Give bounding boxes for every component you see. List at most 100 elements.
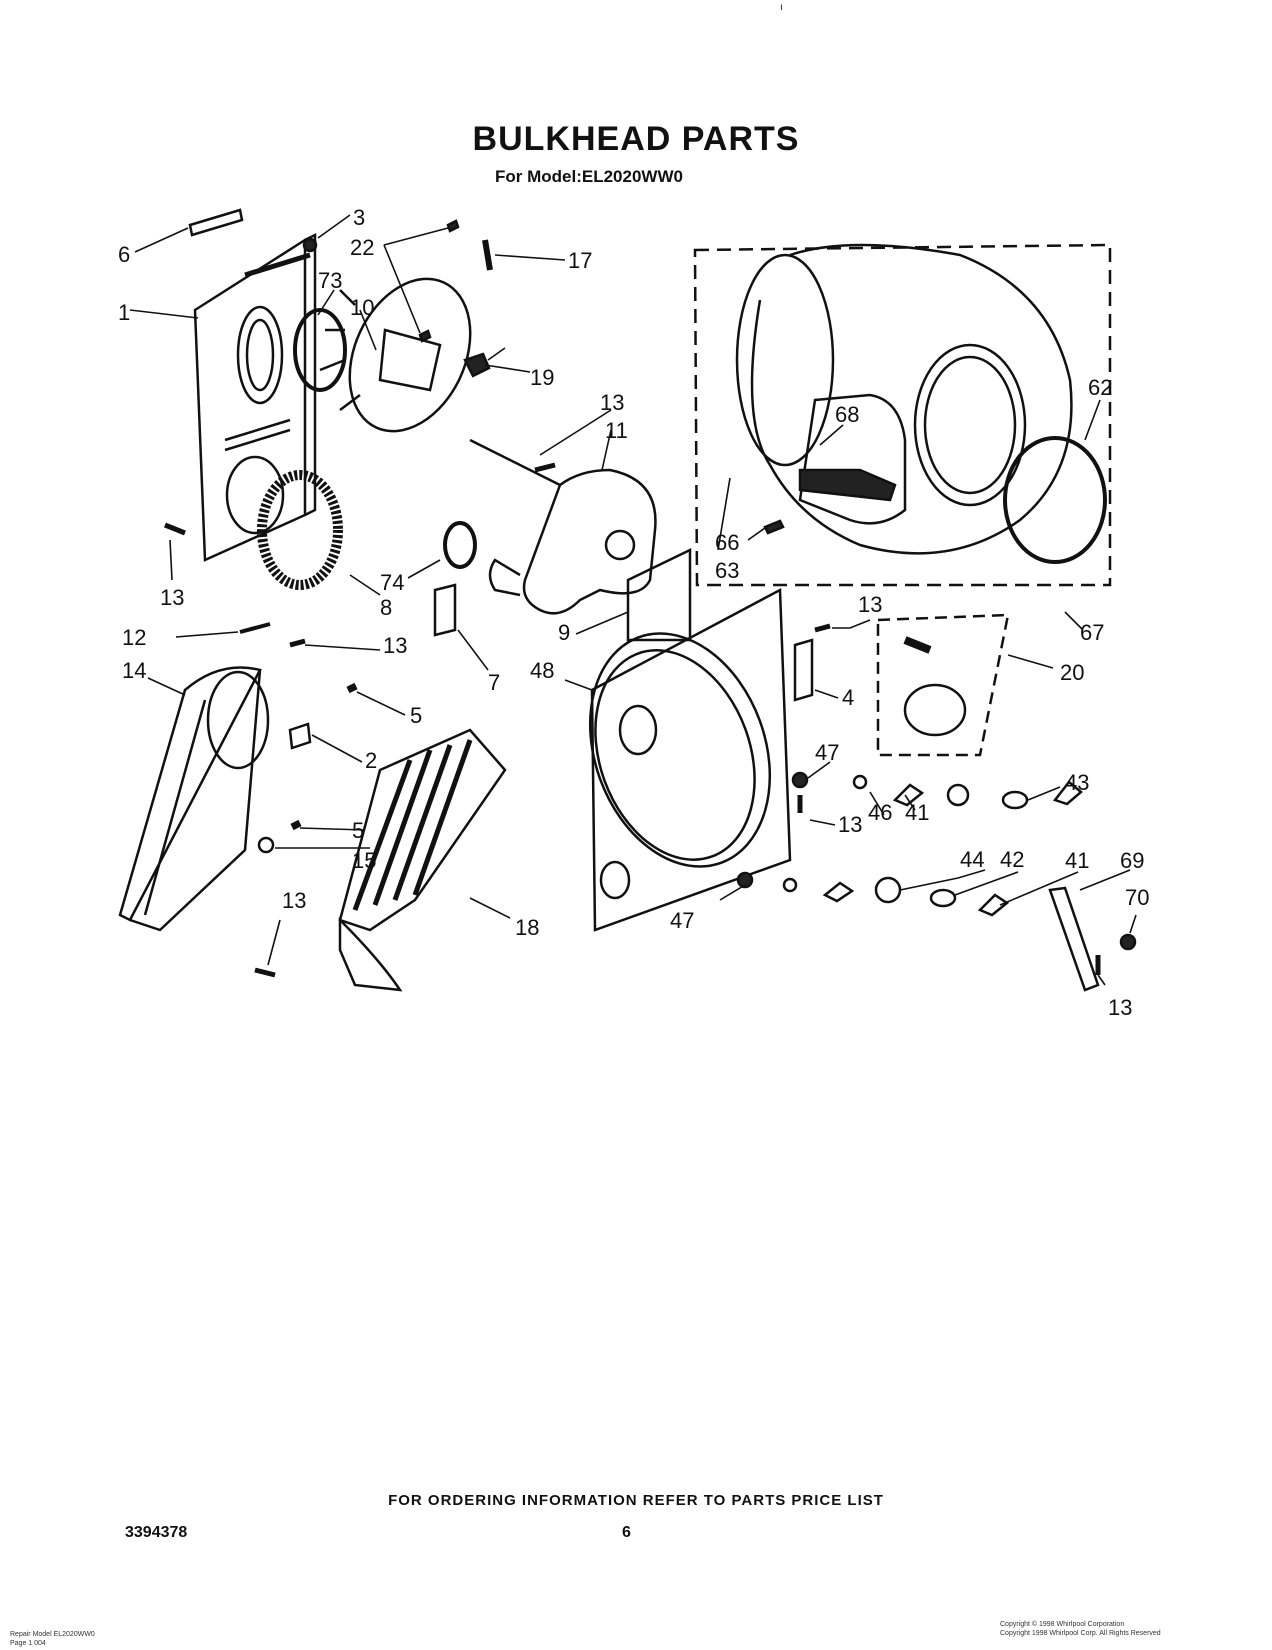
small-print-left: Repair Model EL2020WW0 Page 1 004 [10,1630,95,1648]
callout-20: 20 [1060,660,1084,685]
callout-17: 17 [568,248,592,273]
callout-41b: 41 [1065,848,1089,873]
callout-18: 18 [515,915,539,940]
callout-19: 19 [530,365,554,390]
callout-13e: 13 [838,812,862,837]
small-right-line-1: Copyright © 1998 Whirlpool Corporation [1000,1621,1125,1628]
callout-13a: 13 [600,390,624,415]
callout-2: 2 [365,748,377,773]
drum-assembly-box [693,243,1112,587]
callout-13b: 13 [160,585,184,610]
screw-22a [446,219,460,233]
seal-8 [257,470,343,590]
bracket-41a [892,783,925,807]
page-title: BULKHEAD PARTS [472,120,800,158]
rear-bulkhead [588,587,792,932]
clip-19 [463,352,491,378]
bracket-41c [822,881,855,903]
callout-1: 1 [118,300,130,325]
callout-47a: 47 [815,740,839,765]
callout-46: 46 [868,800,892,825]
callout-8: 8 [380,595,392,620]
screw-12 [239,622,271,634]
callout-10: 10 [350,295,374,320]
seal-73 [293,308,347,392]
washer-46 [852,774,868,790]
roller-43 [1001,790,1029,810]
kit-box-20 [876,613,1010,757]
callout-13c: 13 [858,592,882,617]
callout-4: 4 [842,685,854,710]
callout-13g: 13 [282,888,306,913]
callout-labels: 3 22 17 6 73 10 1 19 13 11 68 62 66 63 1… [118,205,1149,1020]
drive-belt [118,666,270,932]
nut-3 [302,237,318,253]
small-right-line-2: Copyright 1998 Whirlpool Corp. All Right… [1000,1630,1161,1637]
callout-11: 11 [605,418,628,443]
screw-13-left [164,522,186,536]
callout-22: 22 [350,235,374,260]
roller-42 [929,888,957,908]
idler-arm [1048,886,1100,992]
callout-14: 14 [122,658,146,683]
callout-13d: 13 [383,633,407,658]
top-mark: ı [780,2,783,13]
small-print-right: Copyright © 1998 Whirlpool Corporation C… [1000,1620,1161,1638]
model-label: For Model:EL2020WW0 [495,167,683,186]
ordering-footer: FOR ORDERING INFORMATION REFER TO PARTS … [388,1492,884,1509]
drum [735,243,1073,555]
callout-73: 73 [318,268,342,293]
callout-7: 7 [488,670,500,695]
screw-13-bulkhead [814,623,831,633]
bracket-41d [977,893,1010,917]
screw-13-mid [289,638,306,648]
washer-70 [1119,933,1137,951]
callout-41a: 41 [905,800,929,825]
pulley-44a [946,783,970,807]
spring-20 [903,636,932,654]
callout-70: 70 [1125,885,1149,910]
screw-13-top [534,462,556,473]
callout-43: 43 [1065,770,1089,795]
screw-5a [346,682,358,694]
callout-48: 48 [530,658,554,683]
leader-lines [129,214,1137,986]
document-number: 3394378 [125,1524,188,1541]
callout-44: 44 [960,847,984,872]
small-left-line-2: Page 1 004 [10,1640,46,1647]
front-bulkhead-left [193,232,317,562]
callout-69: 69 [1120,848,1144,873]
plate-7 [433,583,457,637]
screw-5b [290,819,302,831]
callout-15: 15 [352,848,376,873]
clip-2 [288,722,312,750]
screw-22b [418,329,432,343]
seal-74 [443,521,477,569]
callout-67: 67 [1080,620,1104,645]
bar-top [244,252,311,278]
screw-13-bottom [254,967,276,978]
callout-42: 42 [1000,847,1024,872]
callout-47b: 47 [670,908,694,933]
bracket-41b [1052,780,1083,806]
callout-62: 62 [1088,375,1112,400]
callout-63: 63 [715,558,739,583]
panel-9 [626,548,692,642]
washer-46b [782,877,798,893]
nut-47a [791,771,809,789]
callout-66: 66 [715,530,739,555]
pulley-44b [874,876,902,904]
screw-63 [763,519,785,535]
callout-13f: 13 [1108,995,1132,1020]
page-number: 6 [622,1524,631,1541]
callout-74: 74 [380,570,404,595]
drum-seal [1003,436,1107,564]
plate-4 [793,638,814,702]
small-left-line-1: Repair Model EL2020WW0 [10,1631,95,1638]
callout-3: 3 [353,205,365,230]
heater-element [338,728,507,992]
callout-6: 6 [118,242,130,267]
rod-6 [188,208,244,237]
wire-20 [903,683,967,737]
nut-47b [736,871,754,889]
